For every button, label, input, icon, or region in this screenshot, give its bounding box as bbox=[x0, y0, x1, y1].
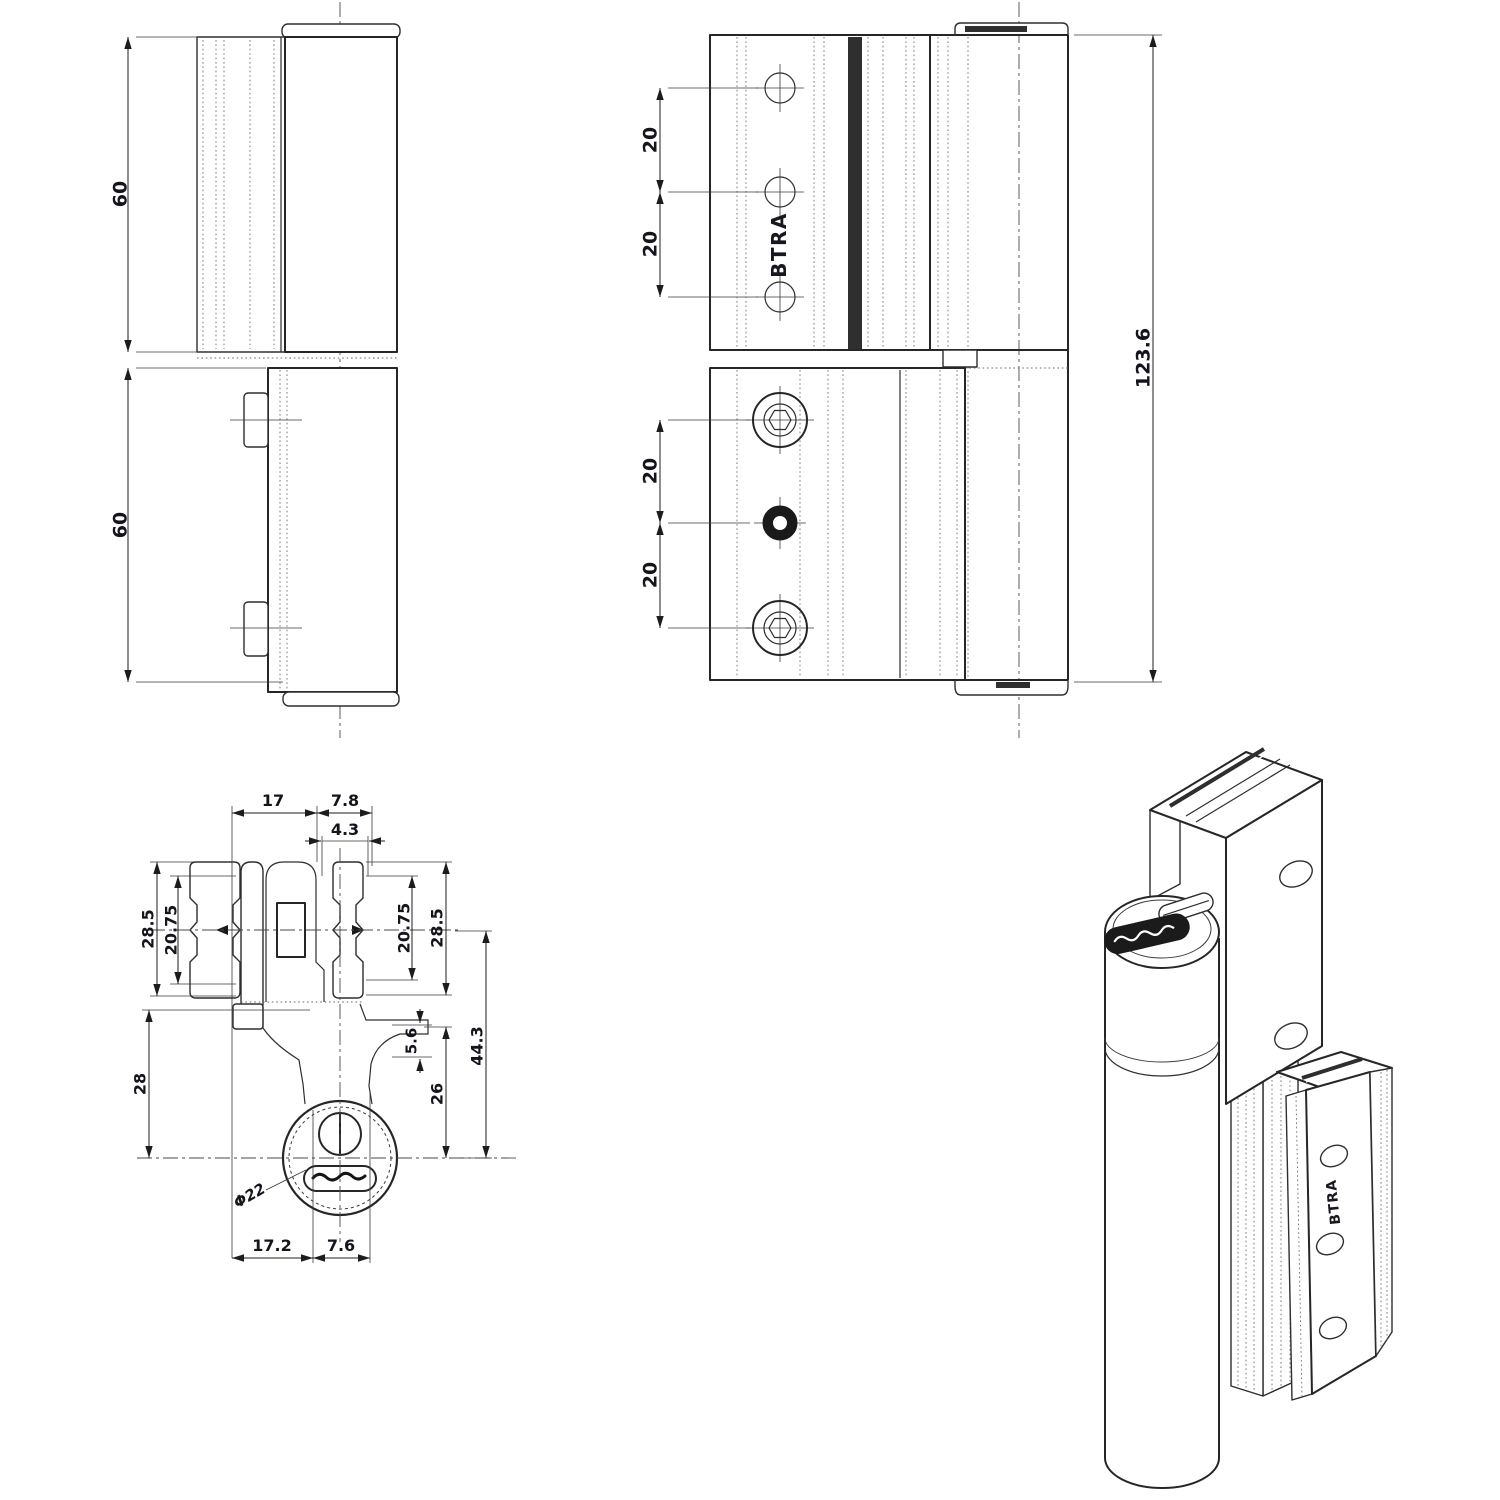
top-bracket bbox=[1149, 747, 1323, 1105]
dim-left-heights: 28.5 20.75 bbox=[139, 861, 236, 997]
dim-label: 28.5 bbox=[428, 908, 447, 947]
side-view: 60 60 bbox=[110, 2, 401, 738]
lower-hinge-body bbox=[267, 367, 398, 693]
dim-label: 4.3 bbox=[331, 820, 359, 839]
dim-label: 26 bbox=[428, 1083, 447, 1105]
dim-label: 28.5 bbox=[139, 909, 158, 948]
plate-screw-slot-2 bbox=[1315, 1232, 1345, 1256]
dim-label: 123.6 bbox=[1133, 328, 1155, 388]
dim-hole-spacing-top: 20 20 bbox=[640, 87, 758, 298]
pilot-hole-top-3 bbox=[756, 273, 804, 321]
dim-hole-spacing-bottom: 20 20 bbox=[640, 419, 750, 629]
mid-wall-tab bbox=[232, 1003, 264, 1030]
dim-label: 60 bbox=[110, 512, 132, 538]
arm-right-edge bbox=[359, 1003, 429, 1105]
dim-bottom-widths: 17.2 7.6 bbox=[232, 1092, 371, 1263]
clip-bar-right bbox=[332, 861, 364, 999]
screw-hole-bottom-1 bbox=[746, 386, 814, 454]
front-view: BTRA 20 bbox=[640, 2, 1162, 738]
dim-label: Φ22 bbox=[230, 1179, 268, 1211]
section-view: 17 7.8 4.3 28.5 20.75 20.75 bbox=[131, 791, 520, 1263]
barrel-seam bbox=[1104, 1047, 1220, 1077]
bracket-right-face bbox=[1225, 779, 1323, 1105]
mid-wall bbox=[240, 861, 264, 1006]
bottom-cap bbox=[282, 691, 400, 707]
dim-label: 7.6 bbox=[327, 1236, 355, 1255]
pilot-hole-top-1 bbox=[756, 64, 804, 112]
dim-label: 20.75 bbox=[162, 905, 181, 956]
pin-top-cap-slot bbox=[965, 26, 1027, 32]
pilot-hole-top-2 bbox=[756, 168, 804, 216]
hex-socket bbox=[768, 617, 792, 639]
dim-label: 17.2 bbox=[252, 1236, 291, 1255]
dim-total-height: 123.6 bbox=[1074, 34, 1162, 683]
bracket-screw-slot-2 bbox=[1274, 1022, 1308, 1050]
dim-label: 20 bbox=[640, 458, 662, 484]
lower-plate: BTRA bbox=[1276, 1051, 1393, 1401]
upper-slab bbox=[196, 36, 286, 353]
brand-script-logo-icon bbox=[311, 1171, 367, 1182]
dim-label: 20.75 bbox=[395, 903, 414, 954]
plate-front-face bbox=[1305, 1071, 1377, 1395]
brand-script-logo-icon bbox=[1113, 924, 1175, 943]
bracket-screw-slot-1 bbox=[1279, 860, 1313, 888]
top-cap bbox=[281, 23, 401, 39]
pin-bottom-cap-slot bbox=[996, 682, 1030, 688]
dim-top-widths: 17 7.8 4.3 bbox=[231, 791, 385, 1258]
pin-hole-bottom bbox=[754, 497, 806, 549]
arm-left-edge bbox=[262, 1006, 306, 1105]
dim-label: 20 bbox=[640, 231, 662, 257]
dim-lower-heights: 44.3 26 5.6 28 bbox=[131, 930, 492, 1159]
dim-label: 20 bbox=[640, 562, 662, 588]
mounting-tab-lower bbox=[243, 601, 269, 657]
barrel-body bbox=[1104, 932, 1220, 1489]
isometric-view: BTRA bbox=[1104, 747, 1393, 1489]
plate-screw-slot-3 bbox=[1318, 1316, 1348, 1340]
dim-label: 20 bbox=[640, 127, 662, 153]
dim-label: 28 bbox=[131, 1073, 150, 1095]
screw-hole-bottom-2 bbox=[746, 594, 814, 662]
dim-label: 17 bbox=[262, 791, 284, 810]
dim-upper-60: 60 bbox=[110, 36, 266, 353]
lower-leaf-plate bbox=[709, 367, 966, 681]
hinge-barrel bbox=[1104, 892, 1220, 1489]
dim-right-heights: 20.75 28.5 bbox=[366, 861, 452, 996]
dim-lower-60: 60 bbox=[110, 367, 283, 683]
dim-label: 7.8 bbox=[331, 791, 359, 810]
plate-right-face bbox=[1369, 1067, 1393, 1357]
dim-label: 44.3 bbox=[468, 1026, 487, 1065]
upper-hinge-body bbox=[284, 36, 398, 353]
hex-socket bbox=[768, 409, 792, 431]
dim-label: 60 bbox=[110, 181, 132, 207]
upper-leaf-plate bbox=[709, 34, 931, 351]
dim-label: 5.6 bbox=[402, 1028, 420, 1055]
plate-screw-slot-1 bbox=[1319, 1144, 1349, 1168]
cap-logo-plate bbox=[1104, 913, 1190, 955]
knuckle-step bbox=[942, 349, 978, 368]
channel-arch bbox=[265, 861, 325, 1002]
brand-text: BTRA bbox=[767, 212, 791, 278]
extrusion-dark-band bbox=[848, 37, 862, 350]
brand-text: BTRA bbox=[1324, 1178, 1345, 1225]
